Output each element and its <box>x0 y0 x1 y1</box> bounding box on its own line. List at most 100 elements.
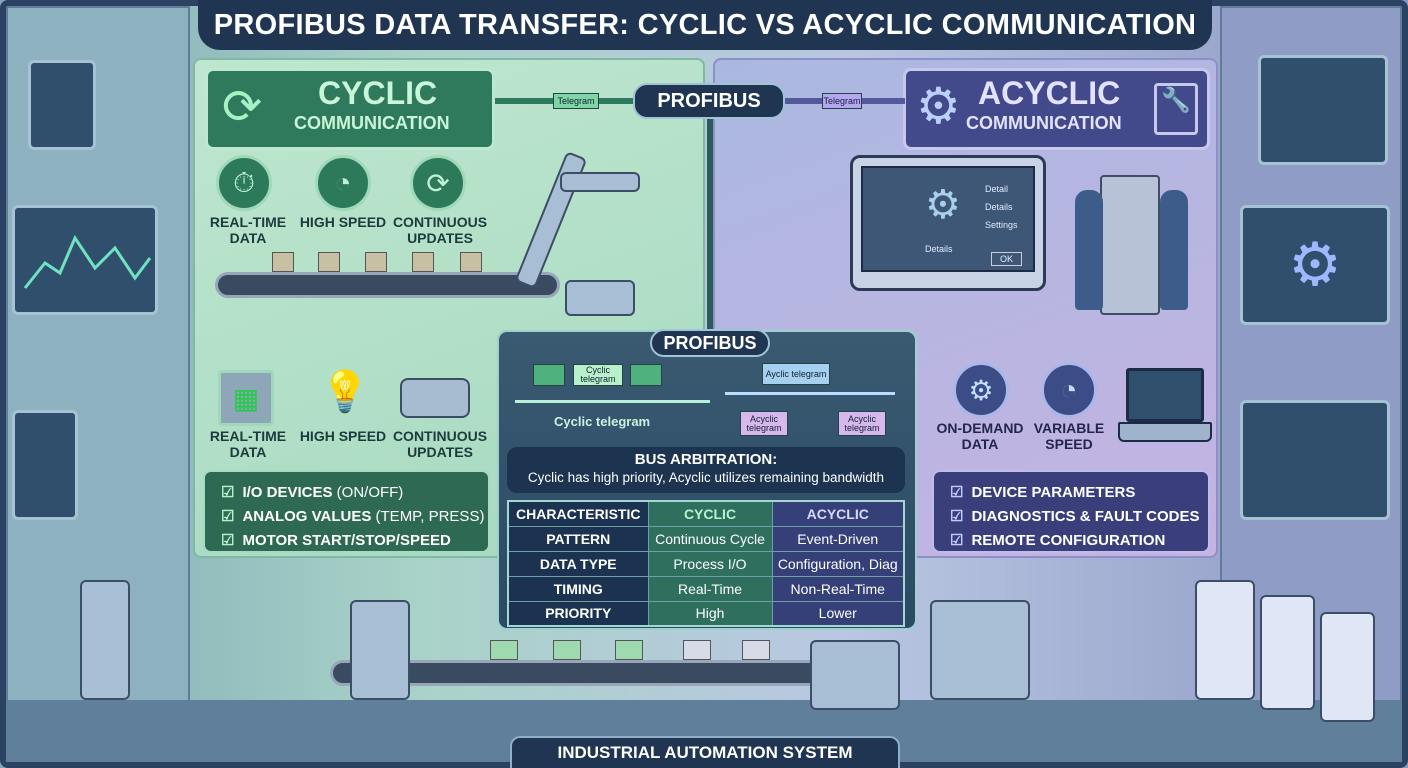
feature-label: HIGH SPEED <box>299 428 387 444</box>
telegram-tag: Telegram <box>553 93 599 109</box>
cyclic-flow-arrow <box>515 400 710 403</box>
table-header: ACYCLIC <box>771 500 905 527</box>
feature-label: REAL-TIME DATA <box>209 214 287 246</box>
list-item: ☑MOTOR START/STOP/SPEED <box>221 532 451 549</box>
check-icon: ☑ <box>221 532 235 549</box>
acyclic-telegram-tag: Acyclic telegram <box>740 411 788 436</box>
monitor-screen: ⚙ Detail Details Settings Details OK <box>861 166 1035 272</box>
package <box>490 640 518 660</box>
acyclic-telegram-tag: Acyclic telegram <box>838 411 886 436</box>
page-title: PROFIBUS DATA TRANSFER: CYCLIC VS ACYCLI… <box>198 0 1212 50</box>
robot-arm <box>80 580 130 700</box>
list-item: ☑REMOTE CONFIGURATION <box>950 532 1166 549</box>
laptop-icon <box>1118 368 1212 446</box>
control-cabinet <box>1100 175 1160 315</box>
check-icon: ☑ <box>950 508 964 525</box>
gear-icon: ⚙ <box>953 362 1009 418</box>
plc-icon: ▦ <box>218 370 274 426</box>
table-header: CYCLIC <box>647 500 773 527</box>
robot-arm <box>930 600 1030 700</box>
acyclic-header: ⚙ ACYCLIC COMMUNICATION 🔧 <box>903 68 1210 150</box>
arbitration-title: BUS ARBITRATION: <box>634 451 778 468</box>
feature-label: REAL-TIME DATA <box>209 428 287 460</box>
motor-icon <box>400 378 470 418</box>
package <box>742 640 770 660</box>
table-cell: High <box>647 600 773 627</box>
cyclic-data-list: ☑I/O DEVICES (ON/OFF) ☑ANALOG VALUES (TE… <box>203 470 490 553</box>
refresh-icon: ⟳ <box>222 81 263 134</box>
telegram-packet <box>533 364 565 386</box>
table-cell: Event-Driven <box>771 525 905 552</box>
table-cell: Non-Real-Time <box>771 575 905 602</box>
robot-base <box>565 280 635 316</box>
acyclic-flow-arrow <box>725 392 895 395</box>
table-cell: TIMING <box>507 575 649 602</box>
technician <box>1160 190 1188 310</box>
server-rack <box>1320 612 1375 722</box>
acyclic-title: ACYCLIC <box>978 75 1121 111</box>
cyclic-flow-label: Cyclic telegram <box>554 414 651 429</box>
ok-button[interactable]: OK <box>991 252 1023 266</box>
telegram-tag: Telegram <box>822 93 862 109</box>
list-item: ☑ANALOG VALUES (TEMP, PRESS) <box>221 508 485 525</box>
table-cell: Configuration, Diag <box>771 550 905 577</box>
settings-document-icon: 🔧 <box>1154 83 1198 135</box>
gear-icon: ⚙ <box>916 78 961 134</box>
package <box>615 640 643 660</box>
feature-label: CONTINUOUS UPDATES <box>392 214 488 246</box>
panel-label: Details <box>925 244 953 254</box>
table-cell: DATA TYPE <box>507 550 649 577</box>
bar-screen <box>12 410 78 520</box>
acyclic-telegram-tag: Ayclic telegram <box>762 363 830 385</box>
stopwatch-icon: ⏱ <box>216 155 272 211</box>
cyclic-title: CYCLIC <box>318 75 438 111</box>
table-header-row: CHARACTERISTIC CYCLIC ACYCLIC <box>507 500 905 527</box>
check-icon: ☑ <box>221 508 235 525</box>
robot-arm <box>560 172 640 192</box>
table-cell: Continuous Cycle <box>647 525 773 552</box>
code-screen <box>1258 55 1388 165</box>
footer-label: INDUSTRIAL AUTOMATION SYSTEM <box>510 736 900 768</box>
gear-icon: ⚙ <box>1288 231 1342 298</box>
acyclic-subtitle: COMMUNICATION <box>966 113 1122 133</box>
table-cell: PRIORITY <box>507 600 649 627</box>
machine <box>810 640 900 710</box>
list-item: ☑I/O DEVICES (ON/OFF) <box>221 484 404 501</box>
server-rack <box>1195 580 1255 700</box>
technician <box>1075 190 1103 310</box>
profibus-center-label: PROFIBUS <box>650 329 770 357</box>
bus-vertical <box>707 118 713 330</box>
cyclic-telegram-tag: Cyclic telegram <box>573 364 623 386</box>
field-label: Details <box>985 202 1013 212</box>
package <box>318 252 340 272</box>
table-cell: PATTERN <box>507 525 649 552</box>
chart-screen <box>12 205 158 315</box>
telegram-packet <box>630 364 662 386</box>
gauge-icon: ◔ <box>1041 362 1097 418</box>
speedometer-icon: ◔ <box>315 155 371 211</box>
conveyor-belt <box>215 272 560 298</box>
table-cell: Real-Time <box>647 575 773 602</box>
monitor: ⚙ Detail Details Settings Details OK <box>850 155 1046 291</box>
check-icon: ☑ <box>221 484 235 501</box>
server-rack <box>1260 595 1315 710</box>
feature-label: ON-DEMAND DATA <box>936 420 1024 452</box>
status-screen <box>1240 400 1390 520</box>
profibus-bus-label: PROFIBUS <box>633 83 785 119</box>
package <box>553 640 581 660</box>
line-chart-icon <box>23 234 152 289</box>
table-cell: Process I/O <box>647 550 773 577</box>
bus-arbitration: BUS ARBITRATION: Cyclic has high priorit… <box>507 447 905 493</box>
package <box>365 252 387 272</box>
lightbulb-icon: 💡 <box>320 370 370 414</box>
cyclic-subtitle: COMMUNICATION <box>294 113 450 133</box>
arbitration-text: Cyclic has high priority, Acyclic utiliz… <box>527 470 885 485</box>
list-item: ☑DEVICE PARAMETERS <box>950 484 1136 501</box>
feature-label: CONTINUOUS UPDATES <box>392 428 488 460</box>
package <box>460 252 482 272</box>
